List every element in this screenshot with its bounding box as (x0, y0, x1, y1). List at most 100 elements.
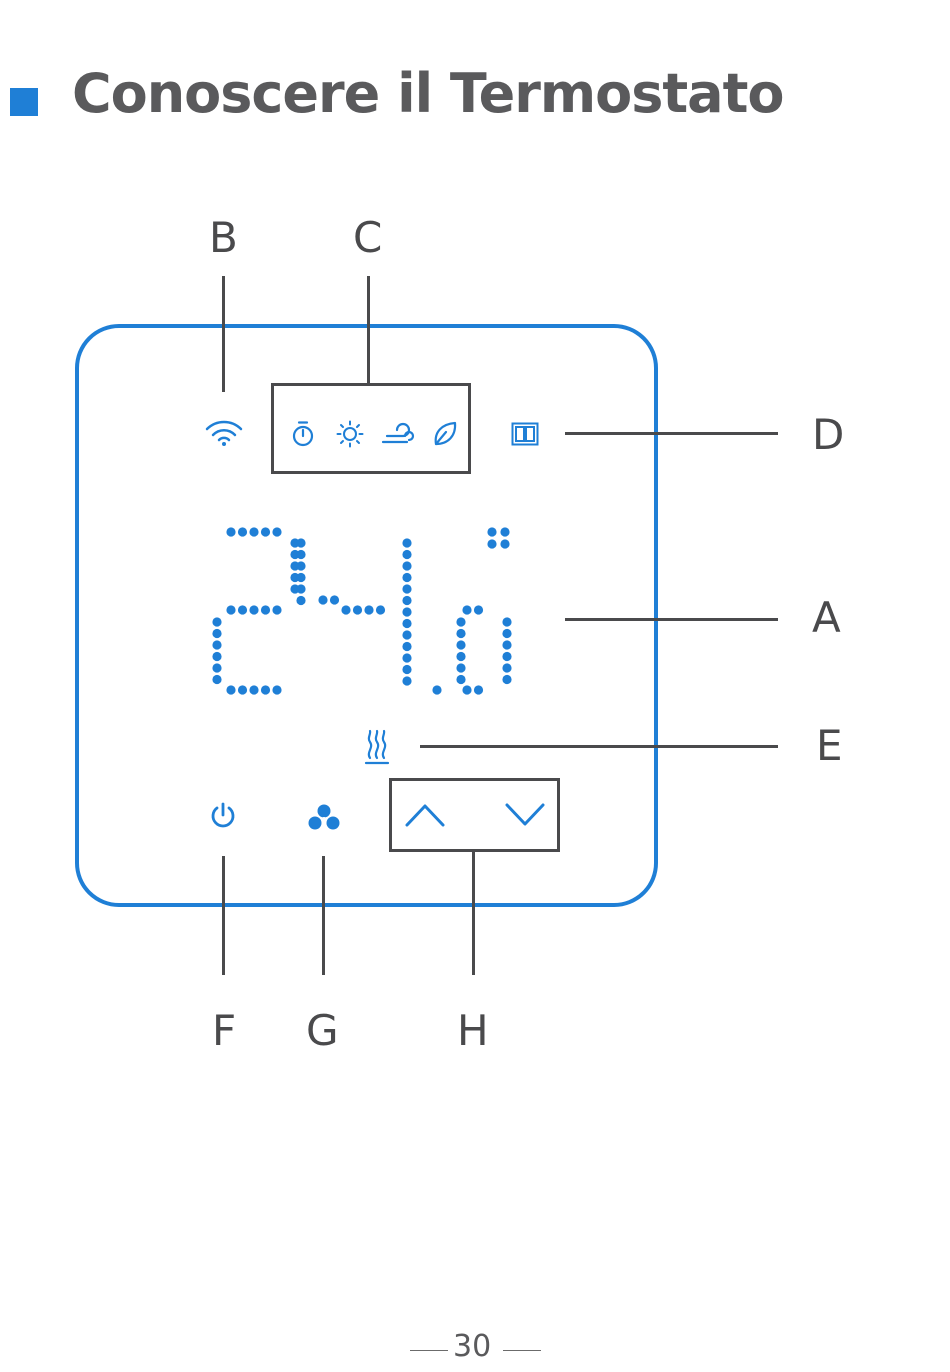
digit-2-dot (212, 675, 221, 684)
digit-4-dot (296, 584, 305, 593)
digit-4-dot (296, 550, 305, 559)
callout-line-e (420, 745, 778, 748)
callout-line-d (565, 432, 778, 435)
digit-0-dot (456, 675, 465, 684)
digit-4-dot (364, 605, 373, 614)
digit-4-dot (402, 676, 411, 685)
fan-icon[interactable] (307, 803, 341, 831)
digit-2-dot (226, 605, 235, 614)
degree-dot (500, 539, 509, 548)
wifi-icon[interactable] (204, 418, 244, 448)
label-f: F (212, 1010, 236, 1052)
page-number: 30 (453, 1332, 491, 1362)
footer-rule-right (503, 1350, 541, 1351)
digit-0-dot (462, 685, 471, 694)
digit-2-dot (212, 663, 221, 672)
digit-4-dot (402, 619, 411, 628)
digit-4-dot (402, 596, 411, 605)
digit-4-dot (341, 605, 350, 614)
digit-4-dot (402, 538, 411, 547)
digit-2-dot (272, 527, 281, 536)
digit-2-dot (212, 629, 221, 638)
digit-2-dot (261, 527, 270, 536)
digit-0-dot (502, 663, 511, 672)
digit-0-dot (456, 640, 465, 649)
digit-0-dot (456, 663, 465, 672)
digit-2-dot (212, 617, 221, 626)
digit-0-dot (456, 617, 465, 626)
digit-4-dot (402, 561, 411, 570)
digit-0-dot (502, 652, 511, 661)
digit-4-dot (402, 630, 411, 639)
sun-icon[interactable] (336, 420, 364, 448)
up-arrow-icon[interactable] (404, 801, 446, 829)
digit-0-dot (502, 629, 511, 638)
temperature-display (205, 520, 525, 700)
digit-4-dot (296, 573, 305, 582)
digit-4-dot (318, 595, 327, 604)
label-a: A (812, 597, 841, 639)
title-bullet (10, 88, 38, 116)
digit-2-dot (249, 685, 258, 694)
degree-dot (500, 527, 509, 536)
digit-4-dot (402, 642, 411, 651)
digit-2-dot (238, 605, 247, 614)
degree-dot (487, 539, 496, 548)
digit-2-dot (212, 640, 221, 649)
callout-line-c (367, 276, 370, 383)
digit-0-dot (502, 640, 511, 649)
label-h: H (457, 1010, 489, 1052)
callout-line-f (222, 856, 225, 975)
digit-0-dot (474, 605, 483, 614)
digit-0-dot (462, 605, 471, 614)
label-c: C (353, 217, 382, 259)
power-icon[interactable] (208, 801, 238, 831)
digit-4-dot (402, 584, 411, 593)
digit-4-dot (296, 561, 305, 570)
digit-4-dot (353, 605, 362, 614)
digit-4-dot (402, 550, 411, 559)
wind-icon[interactable] (381, 420, 415, 448)
label-g: G (306, 1010, 339, 1052)
digit-0-dot (456, 629, 465, 638)
digit-2-dot (238, 527, 247, 536)
callout-line-g (322, 856, 325, 975)
window-icon[interactable] (511, 422, 539, 446)
label-b: B (209, 217, 238, 259)
digit-4-dot (402, 665, 411, 674)
degree-dot (487, 527, 496, 536)
label-d: D (812, 414, 844, 456)
callout-line-h (472, 852, 475, 975)
page-title: Conoscere il Termostato (72, 62, 784, 125)
digit-4-dot (402, 607, 411, 616)
digit-0-dot (456, 652, 465, 661)
digit-0-dot (474, 685, 483, 694)
callout-line-b (222, 276, 225, 392)
digit-4-dot (376, 605, 385, 614)
decimal-point-dot (432, 685, 441, 694)
digit-2-dot (261, 605, 270, 614)
digit-2-dot (249, 605, 258, 614)
digit-2-dot (249, 527, 258, 536)
leaf-icon[interactable] (432, 420, 458, 448)
digit-4-dot (402, 573, 411, 582)
footer-rule-left (410, 1350, 448, 1351)
digit-2-dot (261, 685, 270, 694)
down-arrow-icon[interactable] (504, 801, 546, 829)
digit-4-dot (330, 595, 339, 604)
digit-2-dot (212, 652, 221, 661)
digit-2-dot (272, 605, 281, 614)
digit-2-dot (226, 685, 235, 694)
label-e: E (816, 725, 843, 767)
digit-4-dot (296, 596, 305, 605)
digit-4-dot (402, 653, 411, 662)
digit-2-dot (272, 685, 281, 694)
heating-icon[interactable] (364, 728, 390, 766)
digit-2-dot (238, 685, 247, 694)
callout-line-a (565, 618, 778, 621)
digit-0-dot (502, 617, 511, 626)
digit-2-dot (226, 527, 235, 536)
digit-4-dot (296, 538, 305, 547)
timer-icon[interactable] (291, 420, 315, 448)
digit-0-dot (502, 675, 511, 684)
